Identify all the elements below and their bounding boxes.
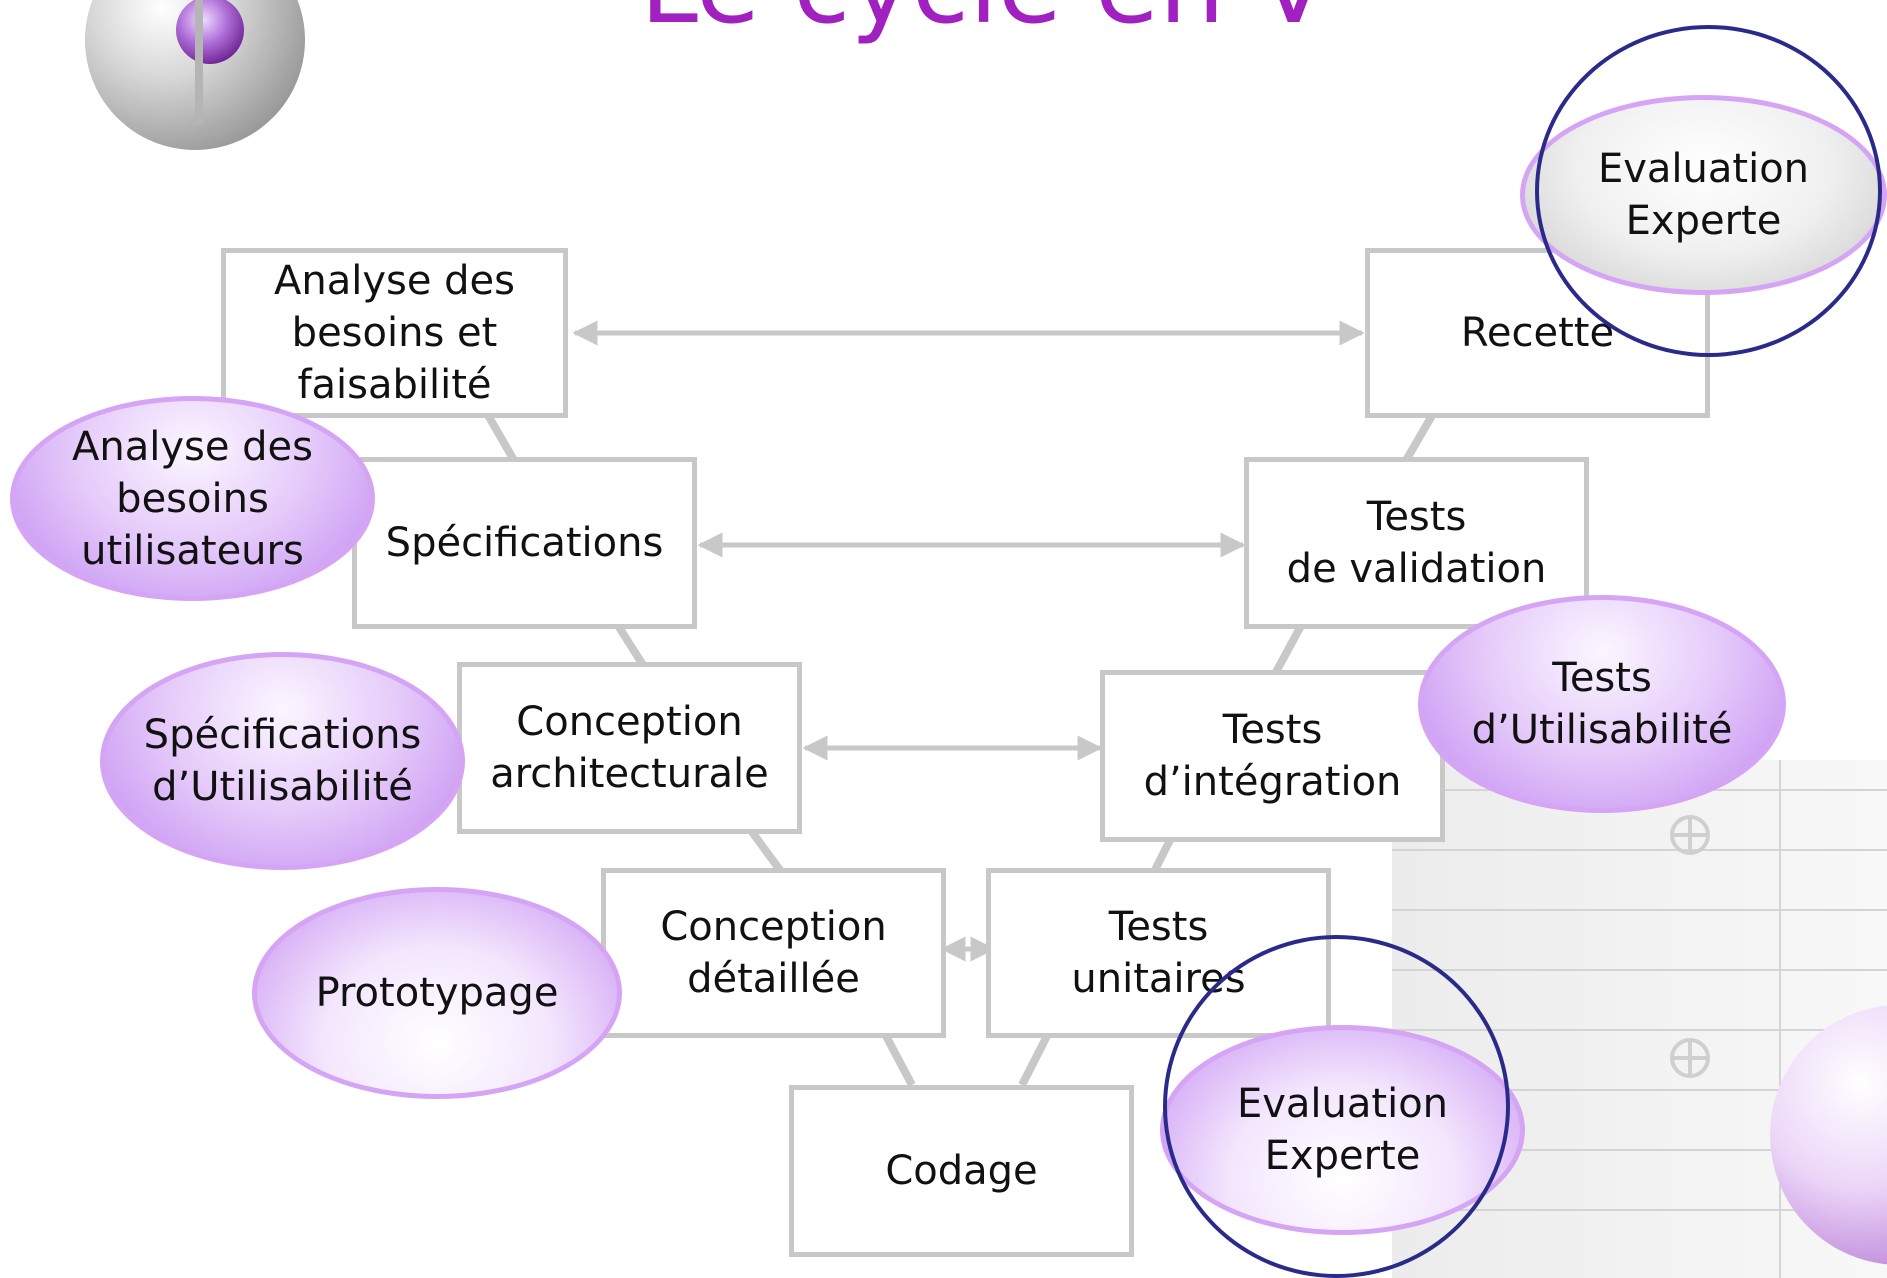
- oval-label: Tests d’Utilisabilité: [1471, 655, 1733, 753]
- box-codage: Codage: [789, 1085, 1134, 1257]
- page-title: Le cycle en V: [640, 0, 1440, 38]
- connector-detaillee-codage: [881, 1032, 916, 1087]
- box-label: Codage: [885, 1148, 1038, 1194]
- connector-analyse-specifications: [481, 408, 519, 464]
- connector-codage-unitaires: [1018, 1032, 1052, 1087]
- highlight-circle-bottom: [1163, 935, 1510, 1278]
- connector-integration-validation: [1272, 622, 1306, 674]
- box-label: Tests de validation: [1286, 494, 1547, 592]
- box-specifications: Spécifications: [352, 457, 697, 629]
- oval-specifications-utilisabilite: Spécifications d’Utilisabilité: [100, 652, 465, 870]
- oval-label: Prototypage: [315, 970, 559, 1016]
- oval-tests-utilisabilite: Tests d’Utilisabilité: [1418, 595, 1786, 813]
- box-label: Analyse des besoins et faisabilité: [273, 258, 515, 408]
- oval-label: Analyse des besoins utilisateurs: [71, 423, 313, 574]
- box-label: Spécifications: [385, 520, 664, 566]
- highlight-circle-top: [1535, 25, 1882, 357]
- box-label: Conception détaillée: [660, 904, 887, 1002]
- oval-analyse-besoins-utilisateurs: Analyse des besoins utilisateurs: [10, 396, 375, 601]
- box-label: Tests d’intégration: [1143, 707, 1402, 805]
- connector-specifications-conception: [613, 621, 647, 668]
- box-label: Recette: [1460, 310, 1615, 356]
- box-label: Conception architecturale: [490, 699, 769, 797]
- oval-prototypage: Prototypage: [252, 887, 622, 1099]
- box-tests-validation: Tests de validation: [1244, 457, 1589, 629]
- connector-validation-recette: [1401, 411, 1437, 465]
- box-analyse-faisabilite: Analyse des besoins et faisabilité: [221, 248, 568, 418]
- oval-label: Spécifications d’Utilisabilité: [143, 712, 422, 810]
- box-conception-architecturale: Conception architecturale: [457, 662, 802, 834]
- logo-sphere-icon: [85, 0, 305, 150]
- box-label: Tests unitaires: [1071, 904, 1246, 1002]
- connector-conception-detaillee: [748, 829, 784, 873]
- connector-unitaires-integration: [1151, 838, 1174, 872]
- box-conception-detaillee: Conception détaillée: [601, 868, 946, 1038]
- emblem-icon: [1670, 815, 1710, 1078]
- box-tests-integration: Tests d’intégration: [1100, 670, 1445, 842]
